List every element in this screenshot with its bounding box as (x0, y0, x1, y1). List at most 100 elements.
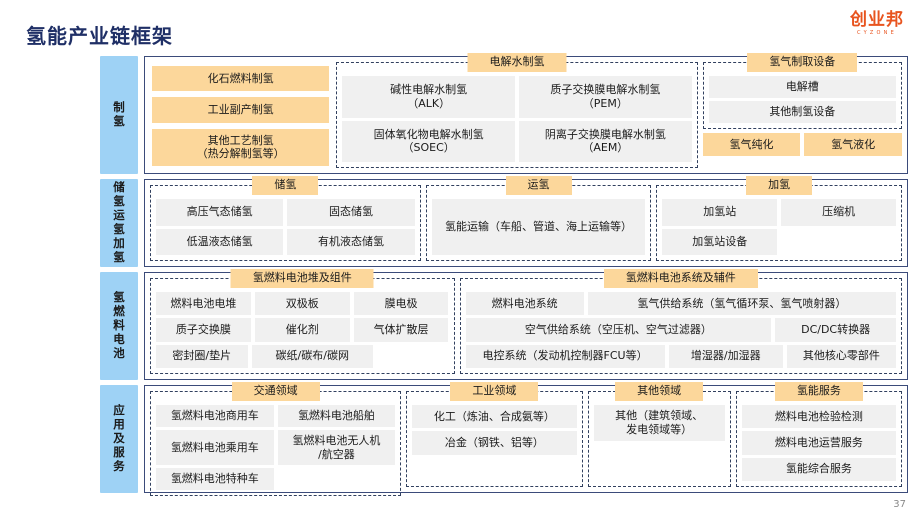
chain-item-cell[interactable]: 氢燃料电池乘用车 (156, 429, 274, 466)
chain-row-body: 交通领域氢燃料电池商用车氢燃料电池船舶氢燃料电池乘用车氢燃料电池无人机/航空器氢… (144, 382, 908, 496)
chain-item-cell[interactable]: 密封圈/垫片 (156, 344, 248, 368)
chain-item-cell[interactable]: 双极板 (254, 292, 350, 316)
cell-row: 高压气态储氢固态储氢 (156, 199, 415, 226)
cell-row: 氢燃料电池商用车氢燃料电池船舶 (156, 405, 396, 427)
group-title[interactable]: 其他领域 (615, 382, 704, 401)
group-dashed: 加氢加氢站压缩机加氢站设备 (656, 176, 903, 261)
chain-item-highlight[interactable]: 工业副产制氢 (152, 97, 330, 123)
chain-item-cell[interactable]: 低温液态储氢 (156, 228, 284, 255)
chain-item-cell[interactable]: 有机液态储氢 (287, 228, 415, 255)
chain-item-cell[interactable]: 质子交换膜电解水制氢（PEM） (519, 76, 692, 118)
group-wrapper: 氢燃料电池堆及组件燃料电池电堆双极板膜电极质子交换膜催化剂气体扩散层密封圈/垫片… (150, 269, 455, 374)
cell-row: 氢能运输（车船、管道、海上运输等） (431, 199, 646, 255)
chain-item-cell[interactable]: 氢燃料电池船舶 (277, 405, 396, 427)
group-wrapper: 电解水制氢碱性电解水制氢（ALK）质子交换膜电解水制氢（PEM）固体氧化物电解水… (336, 53, 698, 168)
stage-label-4[interactable]: 应用及服务 (100, 385, 138, 493)
cell-row: 质子交换膜催化剂气体扩散层 (156, 318, 449, 342)
chain-item-cell[interactable]: 其他（建筑领域、发电领域等） (593, 405, 725, 441)
cell-row: 电控系统（发动机控制器FCU等）增湿器/加湿器其他核心零部件 (465, 344, 897, 368)
chain-item-highlight[interactable]: 化石燃料制氢 (152, 66, 330, 92)
cell-row: 燃料电池检验检测 (741, 405, 896, 429)
group-title[interactable]: 加氢 (746, 176, 813, 195)
chain-item-cell[interactable]: 质子交换膜 (156, 318, 251, 342)
page-number: 37 (893, 499, 906, 510)
chain-item-cell[interactable]: 其他核心零部件 (786, 344, 897, 368)
chain-item-cell[interactable]: 氢燃料电池特种车 (156, 468, 274, 490)
group-title[interactable]: 工业领域 (450, 382, 539, 401)
group-dashed: 氢气制取设备电解槽其他制氢设备 (702, 53, 902, 129)
cell-row: 氢燃料电池特种车 (156, 468, 395, 490)
cell-row: 电解槽 (708, 76, 896, 98)
group-wrapper: 化石燃料制氢工业副产制氢其他工艺制氢（热分解制氢等） (150, 62, 331, 168)
chain-item-cell[interactable]: 冶金（钢铁、铝等） (412, 431, 577, 455)
group-wrapper: 其他领域其他（建筑领域、发电领域等） (587, 382, 731, 487)
chain-item-cell[interactable]: 其他制氢设备 (708, 100, 896, 123)
chain-item-highlight[interactable]: 其他工艺制氢（热分解制氢等） (152, 128, 330, 166)
group-dashed: 运氢氢能运输（车船、管道、海上运输等） (425, 176, 652, 261)
chain-item-highlight[interactable]: 氢气液化 (804, 132, 902, 157)
group-dashed: 氢燃料电池系统及辅件燃料电池系统氢气供给系统（氢气循环泵、氢气喷射器）空气供给系… (459, 269, 902, 374)
chain-item-cell[interactable]: 氢气供给系统（氢气循环泵、氢气喷射器） (587, 292, 896, 316)
group-dashed: 电解水制氢碱性电解水制氢（ALK）质子交换膜电解水制氢（PEM）固体氧化物电解水… (336, 53, 698, 168)
group-title[interactable]: 电解水制氢 (467, 53, 567, 72)
chain-item-cell[interactable]: 氢燃料电池商用车 (156, 405, 274, 427)
chain-item-cell[interactable]: 加氢站设备 (662, 228, 778, 255)
group-title[interactable]: 运氢 (505, 176, 572, 195)
chain-row-body: 氢燃料电池堆及组件燃料电池电堆双极板膜电极质子交换膜催化剂气体扩散层密封圈/垫片… (144, 269, 908, 380)
chain-item-highlight[interactable]: 氢气纯化 (702, 132, 801, 157)
chain-item-cell[interactable]: 燃料电池系统 (465, 292, 584, 316)
chain-item-cell[interactable]: 燃料电池电堆 (156, 292, 251, 316)
chain-item-cell[interactable]: 燃料电池运营服务 (741, 431, 896, 455)
chain-item-cell[interactable]: 空气供给系统（空压机、空气过滤器） (465, 318, 772, 342)
chain-item-cell[interactable]: 高压气态储氢 (156, 199, 284, 226)
chain-item-cell[interactable]: 气体扩散层 (353, 318, 449, 342)
cell-spacer (594, 464, 725, 481)
chain-item-cell[interactable]: 电控系统（发动机控制器FCU等） (465, 344, 665, 368)
chain-item-cell[interactable]: 碱性电解水制氢（ALK） (342, 76, 515, 118)
group-title[interactable]: 氢燃料电池堆及组件 (230, 269, 374, 288)
chain-item-cell[interactable]: DC/DC转换器 (775, 318, 896, 342)
cell-row: 其他制氢设备 (708, 100, 896, 123)
chain-item-cell[interactable]: 催化剂 (254, 318, 350, 342)
cell-row: 燃料电池运营服务 (741, 431, 896, 455)
brand-name-cn: 创业邦 (850, 10, 904, 30)
group-plain: 化石燃料制氢工业副产制氢其他工艺制氢（热分解制氢等） (150, 62, 331, 168)
chain-item-cell[interactable]: 阴离子交换膜电解水制氢（AEM） (519, 120, 692, 162)
chain-item-cell[interactable]: 氢能综合服务 (741, 457, 896, 481)
group-wrapper: 氢燃料电池系统及辅件燃料电池系统氢气供给系统（氢气循环泵、氢气喷射器）空气供给系… (459, 269, 902, 374)
cell-row: 燃料电池电堆双极板膜电极 (156, 292, 449, 316)
chain-item-cell[interactable]: 氢燃料电池无人机/航空器 (277, 429, 396, 466)
page-title: 氢能产业链框架 (26, 24, 173, 48)
group-dashed: 工业领域化工（炼油、合成氨等）冶金（钢铁、铝等） (406, 382, 583, 487)
chain-item-cell[interactable]: 加氢站 (662, 199, 778, 226)
group-footer-row: 氢气纯化氢气液化 (702, 132, 902, 157)
cell-row: 加氢站设备 (662, 228, 896, 256)
chain-item-cell[interactable]: 化工（炼油、合成氨等） (412, 405, 577, 429)
chain-item-cell[interactable]: 固体氧化物电解水制氢（SOEC） (342, 120, 515, 162)
chain-item-cell[interactable]: 压缩机 (781, 199, 897, 226)
chain-row-body: 化石燃料制氢工业副产制氢其他工艺制氢（热分解制氢等）电解水制氢碱性电解水制氢（A… (144, 53, 908, 174)
cell-spacer (594, 444, 725, 461)
cell-spacer (781, 229, 896, 256)
chain-row: 制氢化石燃料制氢工业副产制氢其他工艺制氢（热分解制氢等）电解水制氢碱性电解水制氢… (100, 53, 908, 174)
group-title[interactable]: 氢能服务 (774, 382, 863, 401)
chain-item-cell[interactable]: 燃料电池检验检测 (741, 405, 896, 429)
chain-item-cell[interactable]: 膜电极 (353, 292, 449, 316)
chain-row: 氢燃料电池氢燃料电池堆及组件燃料电池电堆双极板膜电极质子交换膜催化剂气体扩散层密… (100, 269, 908, 380)
chain-item-cell[interactable]: 氢能运输（车船、管道、海上运输等） (431, 199, 646, 255)
stage-label-3[interactable]: 氢燃料电池 (100, 272, 138, 380)
group-title[interactable]: 交通领域 (231, 382, 320, 401)
group-dashed: 其他领域其他（建筑领域、发电领域等） (587, 382, 731, 487)
chain-item-cell[interactable]: 电解槽 (708, 76, 896, 98)
group-title[interactable]: 储氢 (252, 176, 319, 195)
chain-item-cell[interactable]: 固态储氢 (287, 199, 415, 226)
group-title[interactable]: 氢燃料电池系统及辅件 (603, 269, 758, 288)
cell-row: 碱性电解水制氢（ALK）质子交换膜电解水制氢（PEM） (342, 76, 692, 118)
group-title[interactable]: 氢气制取设备 (747, 53, 858, 72)
stage-label-1[interactable]: 制氢 (100, 56, 138, 174)
stage-label-2[interactable]: 储氢运氢加氢 (100, 179, 138, 267)
cell-row: 固体氧化物电解水制氢（SOEC）阴离子交换膜电解水制氢（AEM） (342, 120, 692, 162)
chain-item-cell[interactable]: 碳纸/碳布/碳网 (251, 344, 373, 368)
chain-item-cell[interactable]: 增湿器/加湿器 (668, 344, 783, 368)
cell-row: 燃料电池系统氢气供给系统（氢气循环泵、氢气喷射器） (465, 292, 896, 316)
